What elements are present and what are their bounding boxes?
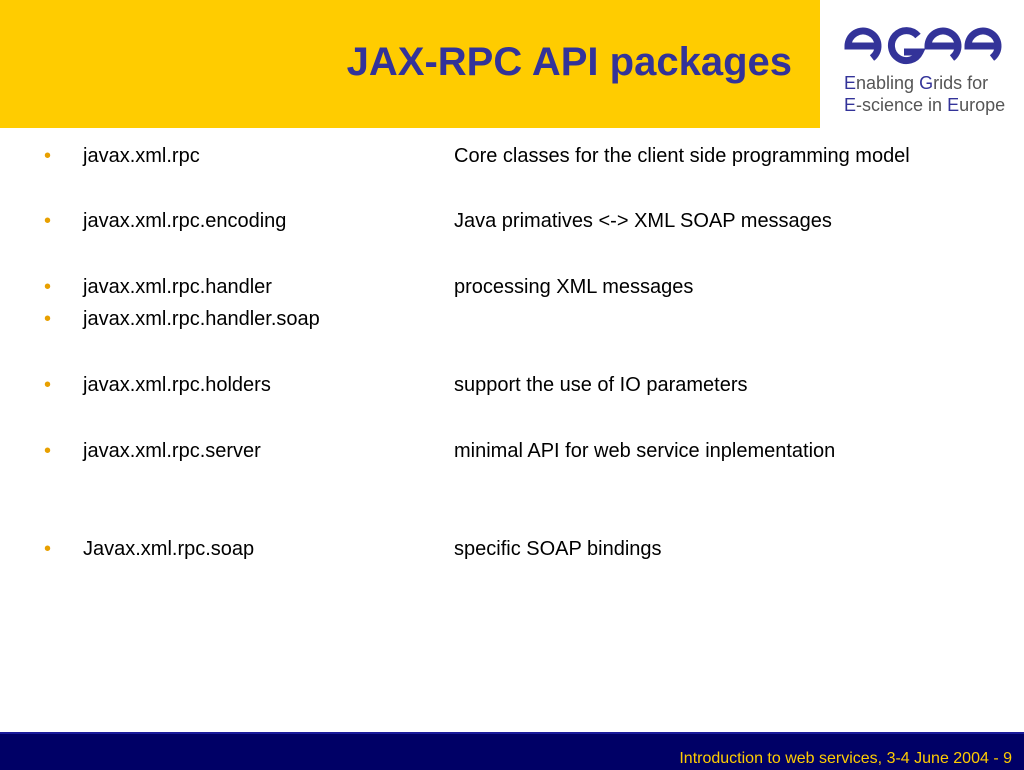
package-description: Java primatives <-> XML SOAP messages (454, 210, 832, 232)
bullet-icon: • (44, 308, 52, 330)
list-item: • Javax.xml.rpc.soap specific SOAP bindi… (0, 538, 1024, 564)
footer-text: Introduction to web services, 3-4 June 2… (679, 750, 1012, 767)
package-name: javax.xml.rpc.handler.soap (83, 308, 320, 330)
package-description: processing XML messages (454, 276, 694, 298)
slide-content: • javax.xml.rpc Core classes for the cli… (0, 145, 1024, 564)
package-name: javax.xml.rpc.server (83, 440, 261, 462)
logo-tagline-line-2: E-science in Europe (844, 95, 1006, 115)
bullet-icon: • (44, 538, 52, 560)
package-name: Javax.xml.rpc.soap (83, 538, 255, 560)
list-item: • javax.xml.rpc.encoding Java primatives… (0, 210, 1024, 236)
egee-wordmark-logo (844, 27, 1002, 65)
package-description: Core classes for the client side program… (454, 145, 910, 167)
slide-title: JAX-RPC API packages (346, 40, 792, 84)
header-band (0, 0, 820, 128)
package-name: javax.xml.rpc.encoding (83, 210, 287, 232)
list-item: • javax.xml.rpc.server minimal API for w… (0, 440, 1024, 466)
bullet-icon: • (44, 440, 52, 462)
bullet-icon: • (44, 374, 52, 396)
package-name: javax.xml.rpc.handler (83, 276, 272, 298)
list-item: • javax.xml.rpc.holders support the use … (0, 374, 1024, 400)
package-name: javax.xml.rpc (83, 145, 200, 167)
package-description: minimal API for web service inplementati… (454, 440, 836, 462)
footer-bar: Introduction to web services, 3-4 June 2… (0, 732, 1024, 770)
list-item: • javax.xml.rpc.handler.soap (0, 308, 1024, 334)
bullet-icon: • (44, 145, 52, 167)
package-name: javax.xml.rpc.holders (83, 374, 271, 396)
egee-logo: Enabling Grids for E-science in Europe (820, 0, 1024, 128)
package-description: specific SOAP bindings (454, 538, 662, 560)
list-item: • javax.xml.rpc.handler processing XML m… (0, 276, 1024, 302)
logo-tagline: Enabling Grids for E-science in Europe (844, 72, 1005, 116)
bullet-icon: • (44, 210, 52, 232)
bullet-icon: • (44, 276, 52, 298)
list-item: • javax.xml.rpc Core classes for the cli… (0, 145, 1024, 171)
package-description: support the use of IO parameters (454, 374, 748, 396)
logo-tagline-line-1: Enabling Grids for (844, 73, 989, 93)
